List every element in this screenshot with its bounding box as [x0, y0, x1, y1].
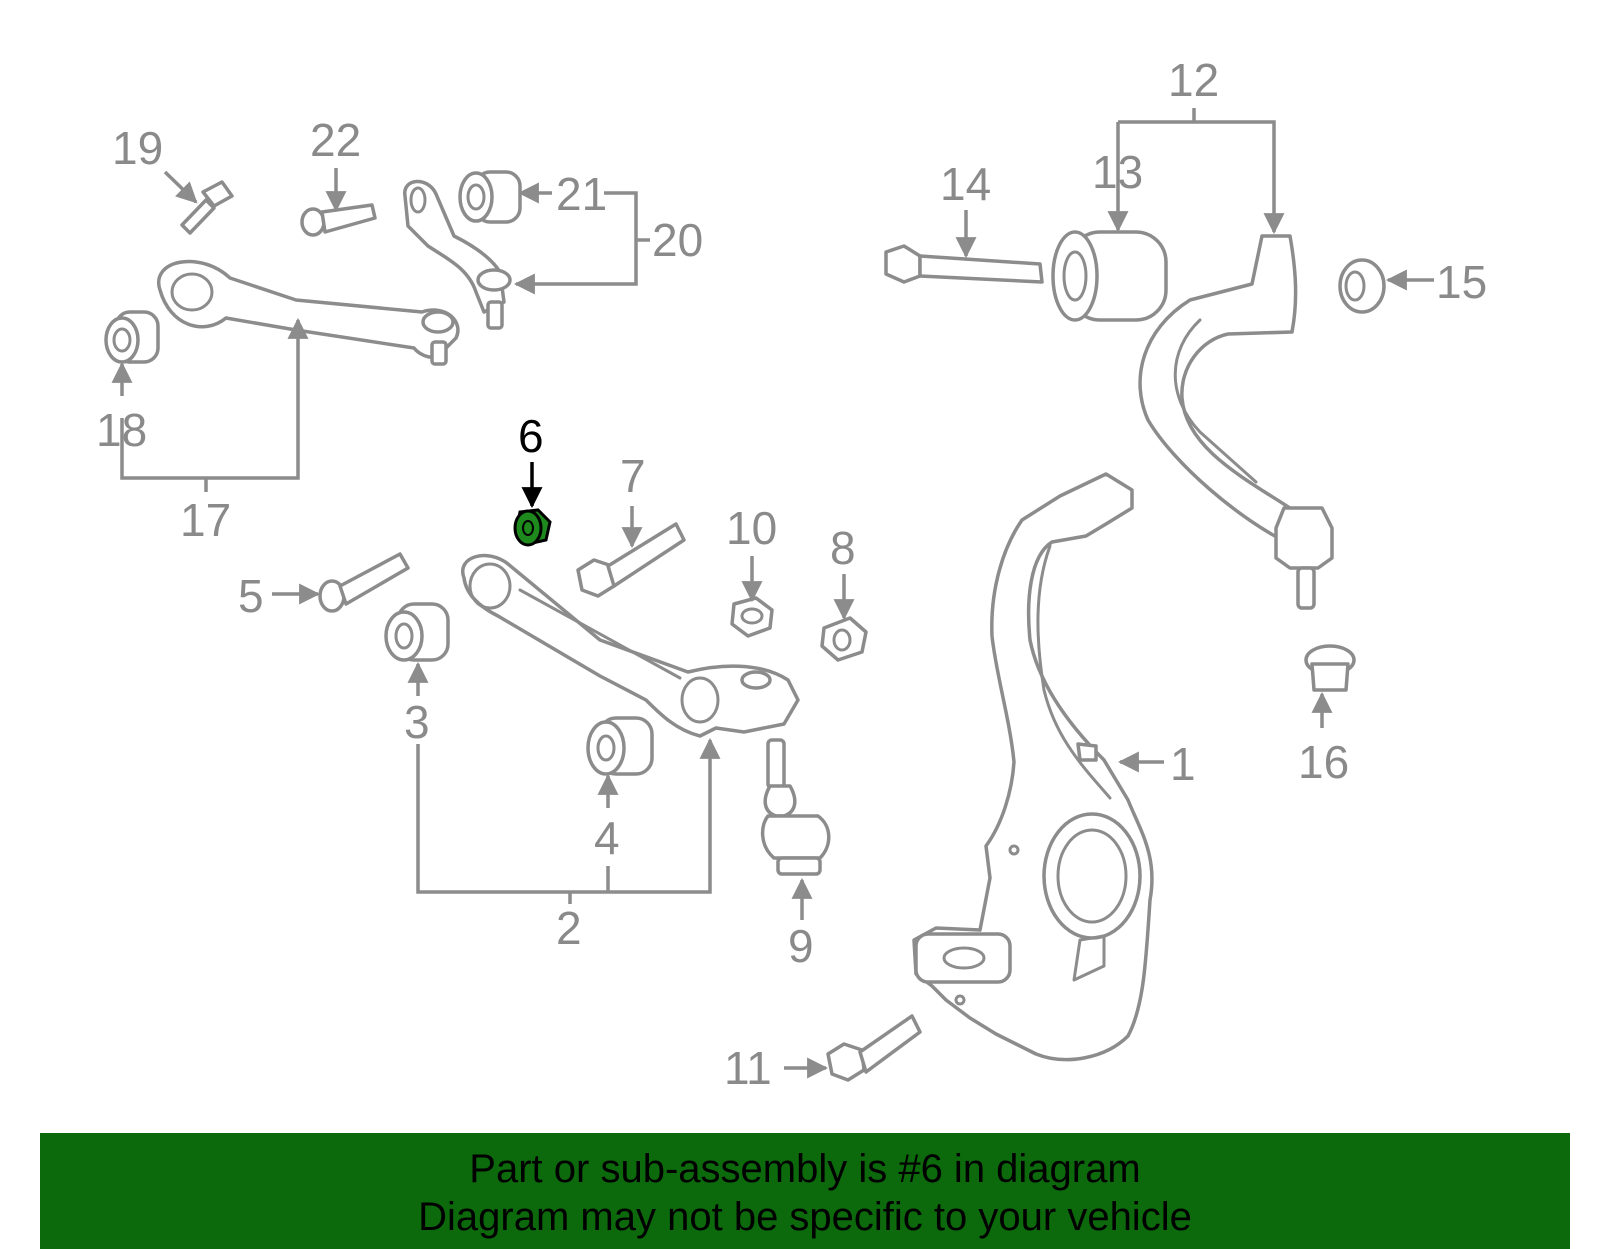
- callout-20[interactable]: 20: [652, 214, 703, 266]
- callout-8[interactable]: 8: [830, 522, 856, 574]
- callout-4[interactable]: 4: [594, 812, 620, 864]
- callout-19[interactable]: 19: [112, 122, 163, 174]
- info-banner: Part or sub-assembly is #6 in diagram Di…: [40, 1133, 1570, 1249]
- ball-joint-9-drawing: [760, 738, 831, 876]
- bushing-4-drawing: [586, 716, 654, 776]
- bushing-3-drawing: [384, 602, 450, 662]
- callout-21[interactable]: 21: [556, 168, 607, 220]
- bushing-21-drawing: [458, 170, 522, 224]
- arm-12-drawing: [1138, 234, 1334, 610]
- link-20-drawing: [403, 179, 512, 330]
- callout-9[interactable]: 9: [788, 920, 814, 972]
- nut-6-highlighted-drawing: [513, 508, 552, 547]
- callout-18[interactable]: 18: [96, 404, 147, 456]
- callout-2[interactable]: 2: [556, 902, 582, 954]
- nut-15-drawing: [1338, 258, 1386, 314]
- callout-13[interactable]: 13: [1092, 146, 1143, 198]
- arm-17-drawing: [156, 259, 460, 366]
- callout-14[interactable]: 14: [940, 158, 991, 210]
- knuckle-1-drawing: [912, 472, 1154, 1062]
- bolt-19-drawing: [180, 180, 234, 235]
- callout-15[interactable]: 15: [1436, 256, 1487, 308]
- callout-16[interactable]: 16: [1298, 736, 1349, 788]
- banner-line-1: Part or sub-assembly is #6 in diagram: [469, 1147, 1141, 1191]
- bolt-14-drawing: [884, 244, 1044, 284]
- callout-22[interactable]: 22: [310, 114, 361, 166]
- callout-11[interactable]: 11: [724, 1042, 772, 1094]
- nut-8-drawing: [820, 616, 868, 662]
- callout-3[interactable]: 3: [404, 696, 430, 748]
- bushing-13-drawing: [1051, 230, 1168, 322]
- banner-line-2: Diagram may not be specific to your vehi…: [418, 1195, 1192, 1239]
- callout-labels: 19 22 21 20 18 17 12 13 14 15 16 1 6 7 1…: [96, 54, 1487, 1094]
- nut-16-drawing: [1304, 644, 1356, 692]
- callout-5[interactable]: 5: [238, 570, 264, 622]
- callout-10[interactable]: 10: [726, 502, 777, 554]
- callout-7[interactable]: 7: [620, 450, 646, 502]
- leader-lines: [111, 108, 1434, 1079]
- callout-12[interactable]: 12: [1168, 54, 1219, 106]
- bolt-11-drawing: [826, 1014, 922, 1082]
- callout-6-highlighted[interactable]: 6: [518, 410, 544, 462]
- bolt-5-drawing: [318, 552, 410, 613]
- bolt-22-drawing: [300, 203, 377, 237]
- bushing-18-drawing: [104, 310, 160, 364]
- bolt-7-drawing: [576, 522, 686, 598]
- callout-17[interactable]: 17: [180, 494, 231, 546]
- callout-1[interactable]: 1: [1170, 738, 1196, 790]
- nut-10-drawing: [730, 596, 774, 638]
- arm-2-drawing: [461, 553, 800, 738]
